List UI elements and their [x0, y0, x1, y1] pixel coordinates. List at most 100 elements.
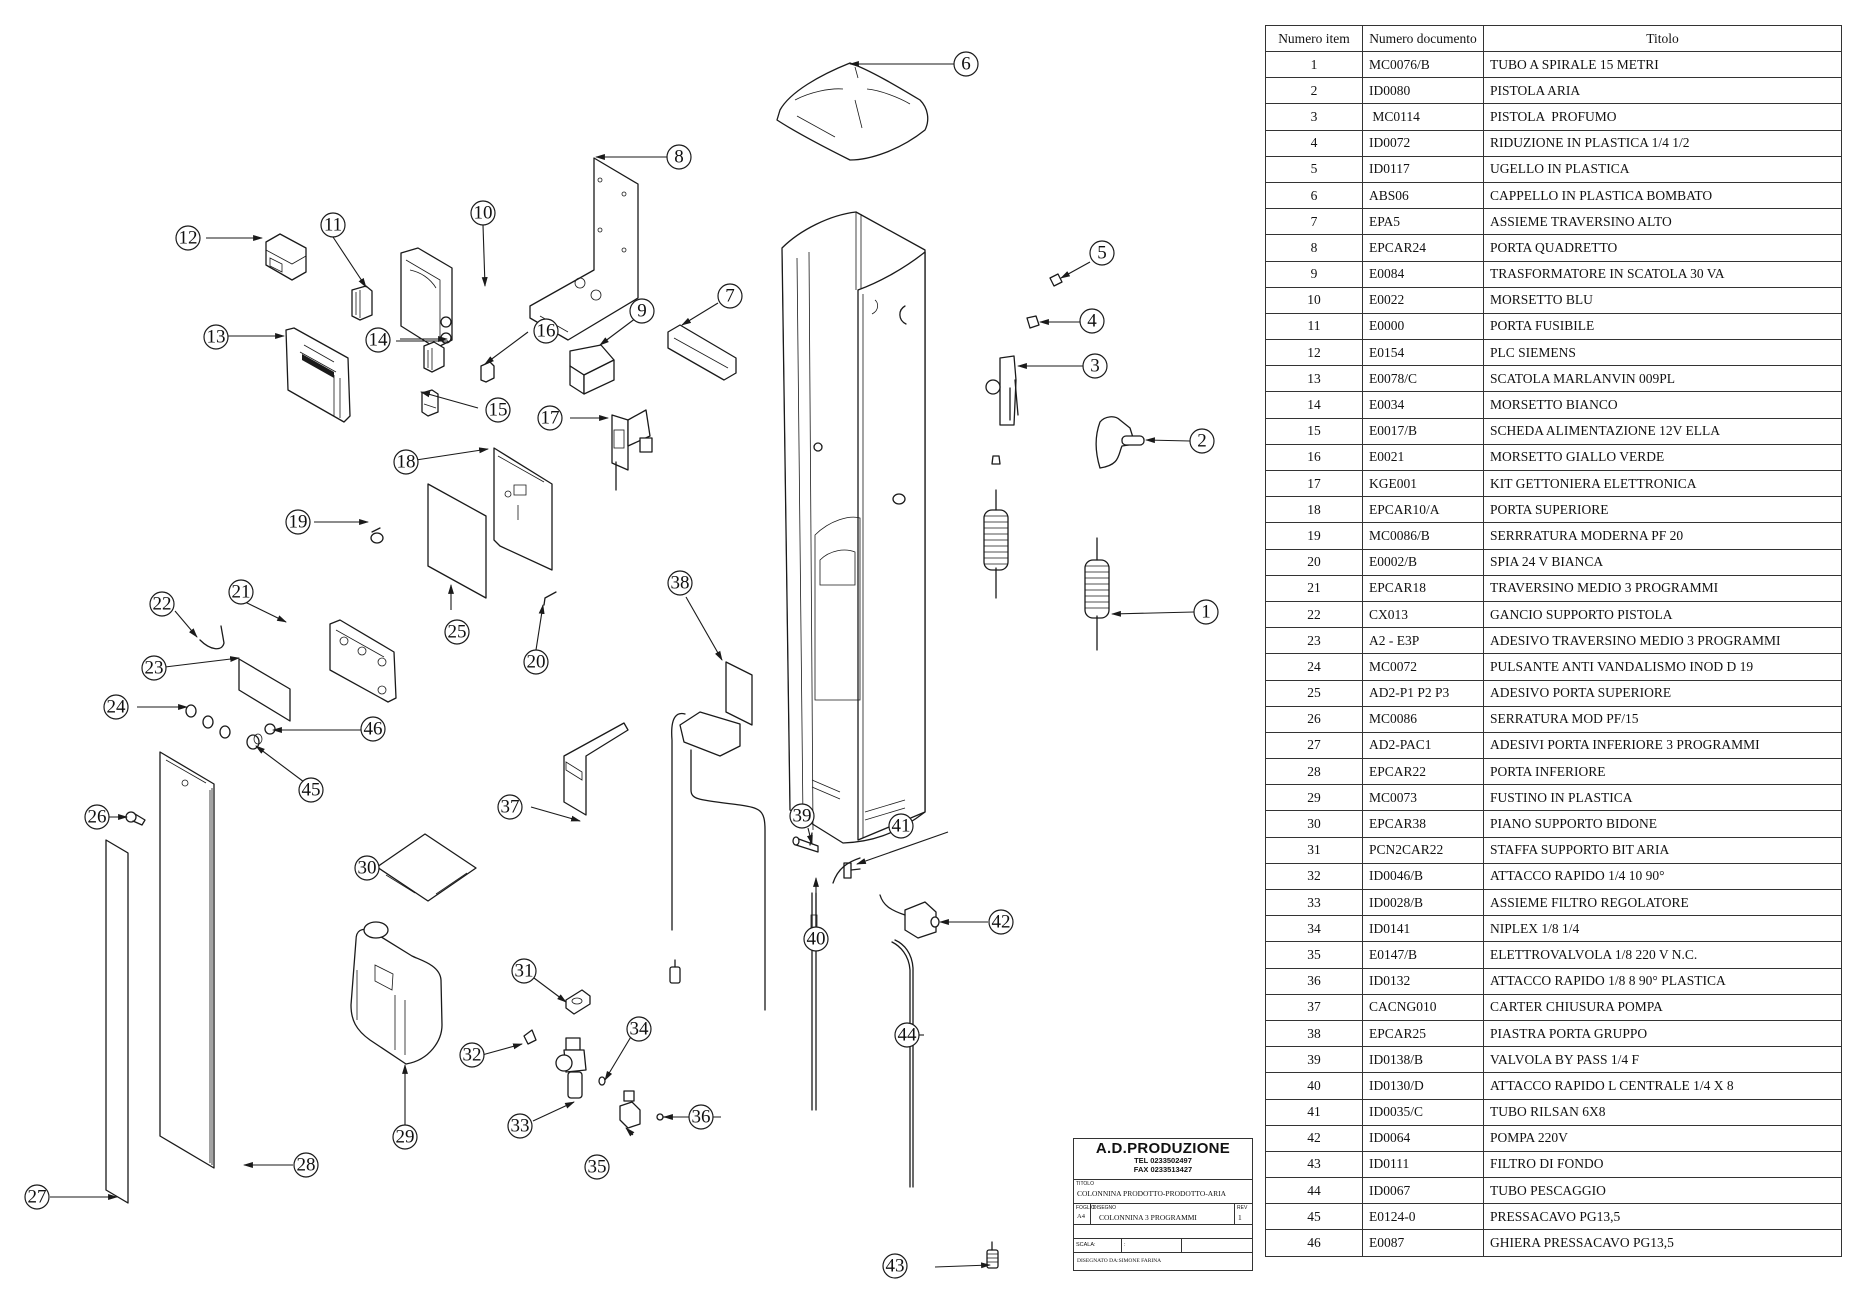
callout-3[interactable]: 3	[1082, 353, 1108, 379]
callout-4[interactable]: 4	[1079, 308, 1105, 334]
callout-10[interactable]: 10	[470, 200, 496, 226]
cell-document-number: MC0076/B	[1362, 50, 1484, 79]
callout-23[interactable]: 23	[141, 655, 167, 681]
disegno-cell: DISEGNO COLONNINA 3 PROGRAMMI	[1091, 1204, 1235, 1224]
callout-28[interactable]: 28	[293, 1152, 319, 1178]
cell-title: POMPA 220V	[1483, 1124, 1842, 1152]
cell-item-number: 3	[1265, 103, 1363, 131]
svg-text:12: 12	[179, 228, 198, 249]
callout-30[interactable]: 30	[354, 855, 380, 881]
callout-9[interactable]: 9	[629, 298, 655, 324]
callout-13[interactable]: 13	[203, 324, 229, 350]
callout-20[interactable]: 20	[523, 649, 549, 675]
callout-5[interactable]: 5	[1089, 240, 1115, 266]
callout-8[interactable]: 8	[666, 144, 692, 170]
callout-16[interactable]: 16	[533, 318, 559, 344]
table-header-row: Numero item Numero documento Titolo	[1265, 25, 1842, 52]
disegno-label: DISEGNO	[1093, 1205, 1117, 1211]
company-fax: FAX 0233513427	[1133, 1164, 1193, 1174]
part-3-perfume-gun	[985, 355, 1019, 426]
callout-18[interactable]: 18	[393, 449, 419, 475]
cell-document-number: ID0111	[1362, 1150, 1484, 1179]
cell-document-number: AD2-PAC1	[1362, 731, 1484, 760]
cell-title: PRESSACAVO PG13,5	[1483, 1203, 1842, 1231]
title-block: A.D.PRODUZIONE TEL 0233502497 FAX 023351…	[1073, 1138, 1253, 1271]
callout-41[interactable]: 41	[888, 813, 914, 839]
svg-text:32: 32	[463, 1045, 482, 1066]
callout-32[interactable]: 32	[459, 1042, 485, 1068]
callout-6[interactable]: 6	[953, 51, 979, 77]
callout-34[interactable]: 34	[626, 1016, 652, 1042]
part-37-pump-cover	[563, 722, 629, 816]
cell-title: ELETTROVALVOLA 1/8 220 V N.C.	[1483, 941, 1842, 969]
callout-27[interactable]: 27	[24, 1184, 50, 1210]
intake-filter	[669, 959, 681, 984]
cell-document-number: EPCAR22	[1362, 758, 1484, 786]
svg-text:45: 45	[302, 780, 321, 801]
part-8-bracket	[529, 157, 639, 341]
callout-17[interactable]: 17	[537, 405, 563, 431]
callout-19[interactable]: 19	[285, 509, 311, 535]
callout-36[interactable]: 36	[688, 1104, 714, 1130]
callout-1[interactable]: 1	[1193, 599, 1219, 625]
svg-text:39: 39	[793, 806, 812, 827]
svg-text:38: 38	[671, 573, 690, 594]
callout-44[interactable]: 44	[894, 1022, 920, 1048]
svg-text:29: 29	[396, 1127, 415, 1148]
svg-text:25: 25	[448, 622, 467, 643]
cell-item-number: 6	[1265, 181, 1363, 210]
callout-43[interactable]: 43	[882, 1253, 908, 1279]
part-44-suction-tube	[891, 939, 914, 1188]
callout-21[interactable]: 21	[228, 579, 254, 605]
callout-24[interactable]: 24	[103, 694, 129, 720]
cell-document-number: E0078/C	[1362, 365, 1484, 393]
callout-45[interactable]: 45	[298, 777, 324, 803]
callout-46[interactable]: 46	[360, 716, 386, 742]
part-34-niplex	[598, 1076, 606, 1086]
callout-22[interactable]: 22	[149, 591, 175, 617]
cell-item-number: 44	[1265, 1177, 1363, 1205]
rev-cell: REV 1	[1235, 1204, 1252, 1224]
callout-11[interactable]: 11	[320, 212, 346, 238]
callout-40[interactable]: 40	[803, 926, 829, 952]
svg-text:20: 20	[527, 652, 546, 673]
part-40-fitting	[843, 862, 861, 879]
callout-33[interactable]: 33	[507, 1113, 533, 1139]
callout-31[interactable]: 31	[511, 958, 537, 984]
cell-title: PORTA SUPERIORE	[1483, 496, 1842, 524]
callout-25[interactable]: 25	[444, 619, 470, 645]
cell-item-number: 1	[1265, 50, 1363, 79]
callout-37[interactable]: 37	[497, 794, 523, 820]
callout-26[interactable]: 26	[84, 804, 110, 830]
part-42-pump	[879, 894, 940, 939]
cell-document-number: E0124-0	[1362, 1203, 1484, 1231]
part-35-solenoid-valve	[619, 1090, 641, 1129]
cell-document-number: ID0080	[1362, 77, 1484, 105]
callout-7[interactable]: 7	[717, 283, 743, 309]
callout-12[interactable]: 12	[175, 225, 201, 251]
cell-title: PIASTRA PORTA GRUPPO	[1483, 1019, 1842, 1048]
callout-39[interactable]: 39	[789, 803, 815, 829]
title-block-company: A.D.PRODUZIONE TEL 0233502497 FAX 023351…	[1074, 1139, 1252, 1180]
cell-document-number: E0084	[1362, 260, 1484, 288]
cell-item-number: 43	[1265, 1150, 1363, 1179]
cell-item-number: 11	[1265, 312, 1363, 341]
cell-item-number: 12	[1265, 339, 1363, 367]
callout-38[interactable]: 38	[667, 570, 693, 596]
part-18-upper-door	[493, 447, 553, 571]
callout-14[interactable]: 14	[365, 327, 391, 353]
cell-item-number: 15	[1265, 417, 1363, 445]
callout-35[interactable]: 35	[584, 1154, 610, 1180]
callout-15[interactable]: 15	[485, 397, 511, 423]
callout-42[interactable]: 42	[988, 909, 1014, 935]
callout-29[interactable]: 29	[392, 1124, 418, 1150]
callout-2[interactable]: 2	[1189, 428, 1215, 454]
